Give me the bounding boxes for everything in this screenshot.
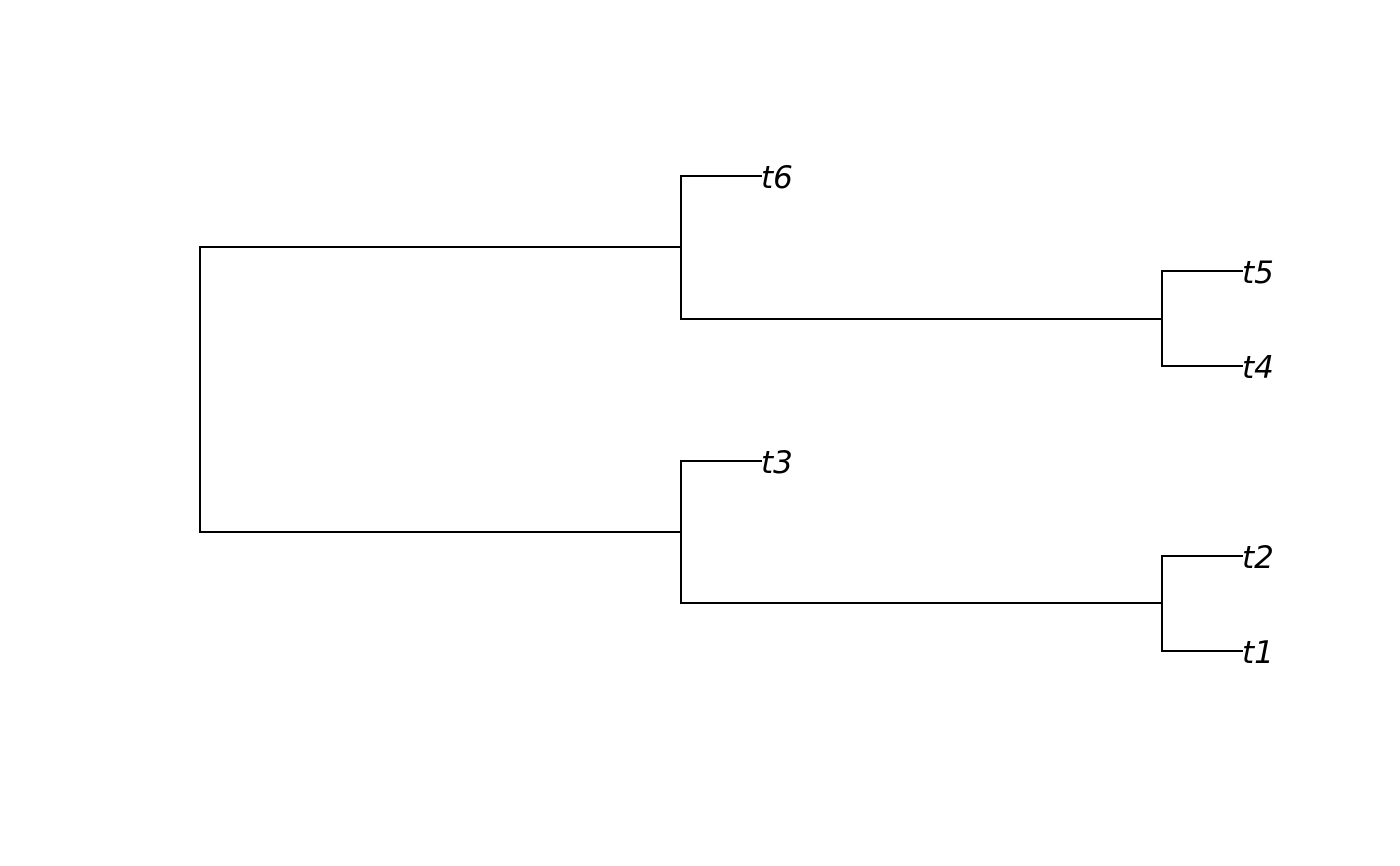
tip-label-t2: t2	[1242, 540, 1274, 576]
tree-branches	[199, 175, 1243, 652]
branch-root	[199, 246, 682, 533]
tip-labels: t6 t5 t4 t3 t2 t1	[761, 160, 1274, 671]
tip-label-t3: t3	[761, 445, 793, 481]
tip-label-t6: t6	[761, 160, 793, 196]
tip-label-t5: t5	[1242, 255, 1274, 291]
branch-clade-lower	[680, 460, 1163, 604]
branch-clade-t2-t1	[1161, 555, 1243, 652]
tip-label-t1: t1	[1242, 635, 1274, 671]
branch-clade-t5-t4	[1161, 270, 1243, 367]
branch-clade-upper	[680, 175, 1163, 320]
tip-label-t4: t4	[1242, 350, 1274, 386]
